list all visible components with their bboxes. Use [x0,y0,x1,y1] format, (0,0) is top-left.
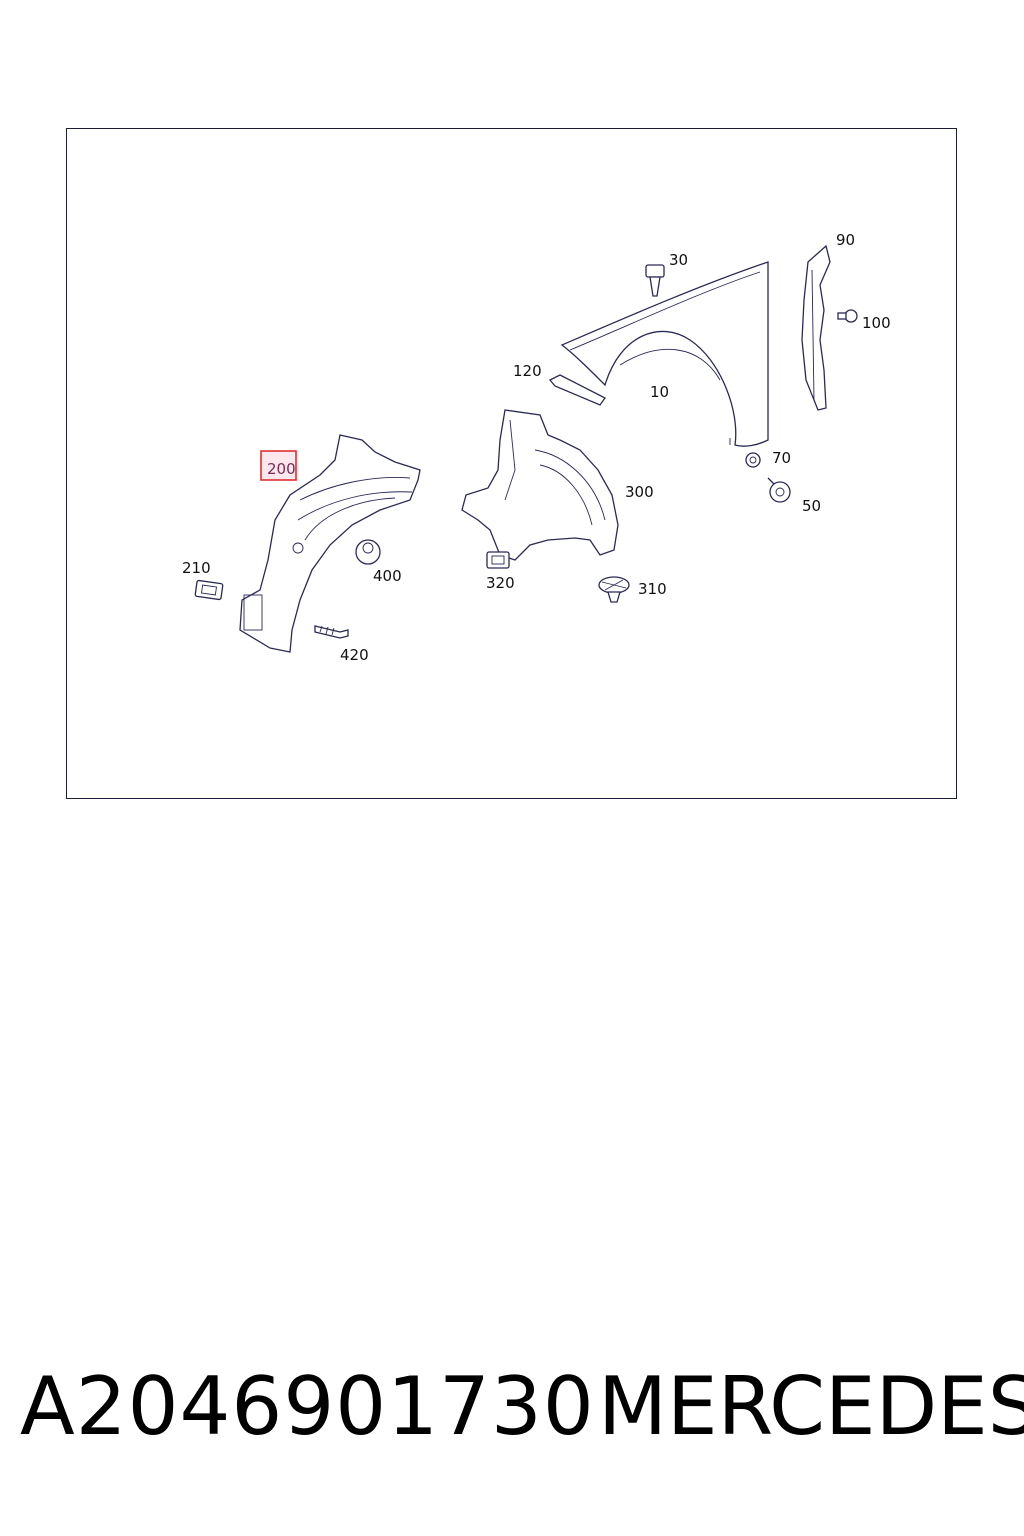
plug-400-part[interactable] [355,539,381,565]
parts-diagram: 10 30 50 70 90 100 120 210 300 310 320 4… [182,231,891,664]
fender-part[interactable] [560,261,769,447]
callout-120: 120 [513,362,542,380]
wheel-arch-liner-300-part[interactable] [461,409,619,561]
part-number: A2046901730 [20,1360,595,1453]
callout-70: 70 [772,449,791,467]
brand-name: MERCEDES [598,1360,1024,1453]
callout-100: 100 [862,314,891,332]
callout-30: 30 [669,251,688,269]
footer: A2046901730 MERCEDES [0,1360,1024,1470]
callout-10: 10 [650,383,669,401]
wheel-arch-liner-200-part[interactable] [239,434,421,653]
rivet-310-part[interactable] [598,576,630,603]
clip-320-part[interactable] [486,551,510,569]
screw-100-part[interactable] [837,309,858,323]
callout-310: 310 [638,580,667,598]
callout-50: 50 [802,497,821,515]
nut-70-part[interactable] [745,452,761,468]
fender-bracket-part[interactable] [801,244,831,411]
screw-420-part[interactable] [314,625,349,639]
clip-strip-120-part[interactable] [548,374,606,406]
callout-200: 200 [267,460,296,478]
diagram-frame [66,128,957,799]
callout-420: 420 [340,646,369,664]
callout-320: 320 [486,574,515,592]
callout-200-highlight[interactable]: 200 [260,450,297,481]
clip-210-part[interactable] [194,579,224,601]
callout-300: 300 [625,483,654,501]
callout-400: 400 [373,567,402,585]
bolt-30-part[interactable] [645,264,665,297]
clip-50-part[interactable] [767,477,791,503]
callout-210: 210 [182,559,211,577]
callout-90: 90 [836,231,855,249]
